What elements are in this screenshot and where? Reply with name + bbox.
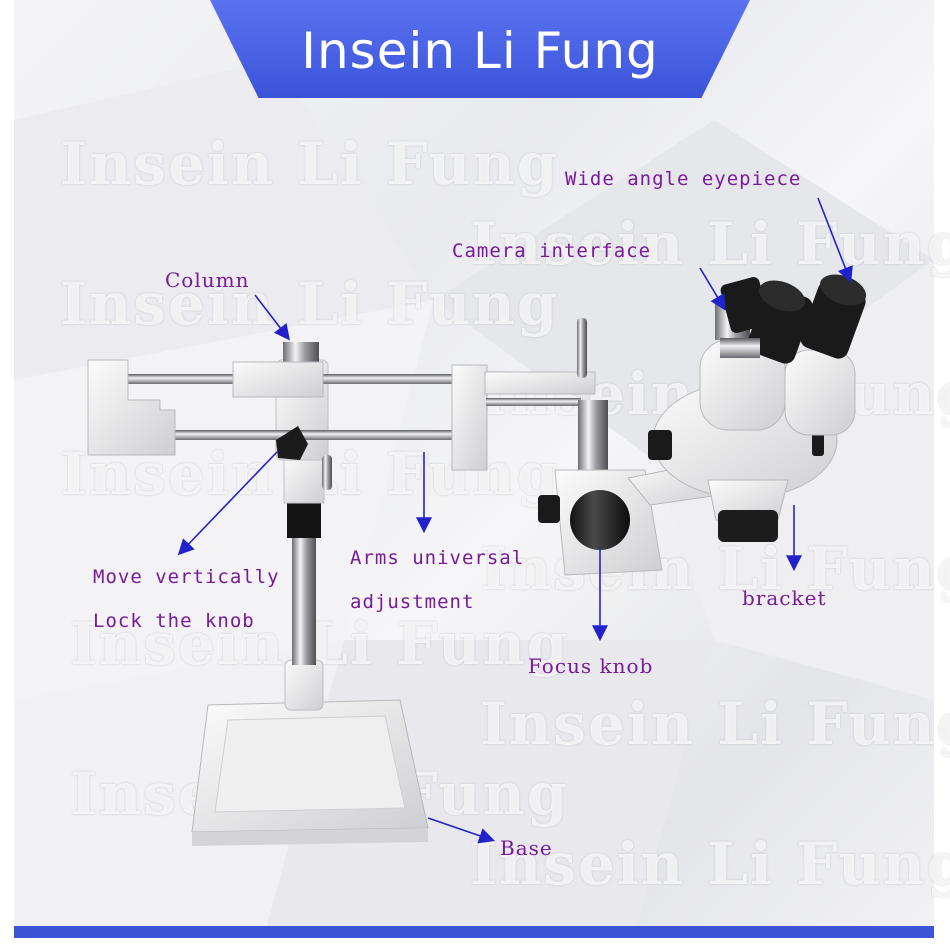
callout-arrows <box>177 197 853 844</box>
brand-title: Insein Li Fung <box>301 22 659 80</box>
watermark-text: Insein Li Fung <box>60 130 560 198</box>
arrow-column <box>254 294 290 341</box>
watermark-text: Insein Li Fung <box>480 690 950 758</box>
watermark-text: Insein Li Fung <box>60 270 560 338</box>
watermark-text: Insein Li Fung <box>470 830 950 898</box>
label-bracket: bracket <box>742 586 827 610</box>
label-lock-knob: Lock the knob <box>93 610 255 632</box>
label-adjustment: adjustment <box>350 591 475 613</box>
arrow-camera <box>699 267 726 311</box>
label-focus-knob: Focus knob <box>528 654 654 678</box>
focus-block <box>538 400 721 576</box>
label-camera-interface: Camera interface <box>452 240 652 262</box>
double-arm <box>87 318 596 490</box>
watermark-text: Insein Li Fung <box>470 210 950 278</box>
label-arms-universal: Arms universal <box>350 547 525 569</box>
watermark-text: Insein Li Fung <box>480 535 950 603</box>
brand-banner <box>210 0 750 98</box>
arrow-move-vertically <box>177 451 278 556</box>
label-wide-angle-eyepiece: Wide angle eyepiece <box>565 168 802 190</box>
arrow-base <box>427 817 496 844</box>
label-column: Column <box>165 268 250 292</box>
base-plate <box>191 699 429 846</box>
arrow-eyepiece <box>817 197 853 283</box>
microscope-head <box>648 274 867 542</box>
label-move-vertically: Move vertically <box>93 566 280 588</box>
label-base: Base <box>500 836 553 860</box>
bottom-border <box>14 926 934 938</box>
